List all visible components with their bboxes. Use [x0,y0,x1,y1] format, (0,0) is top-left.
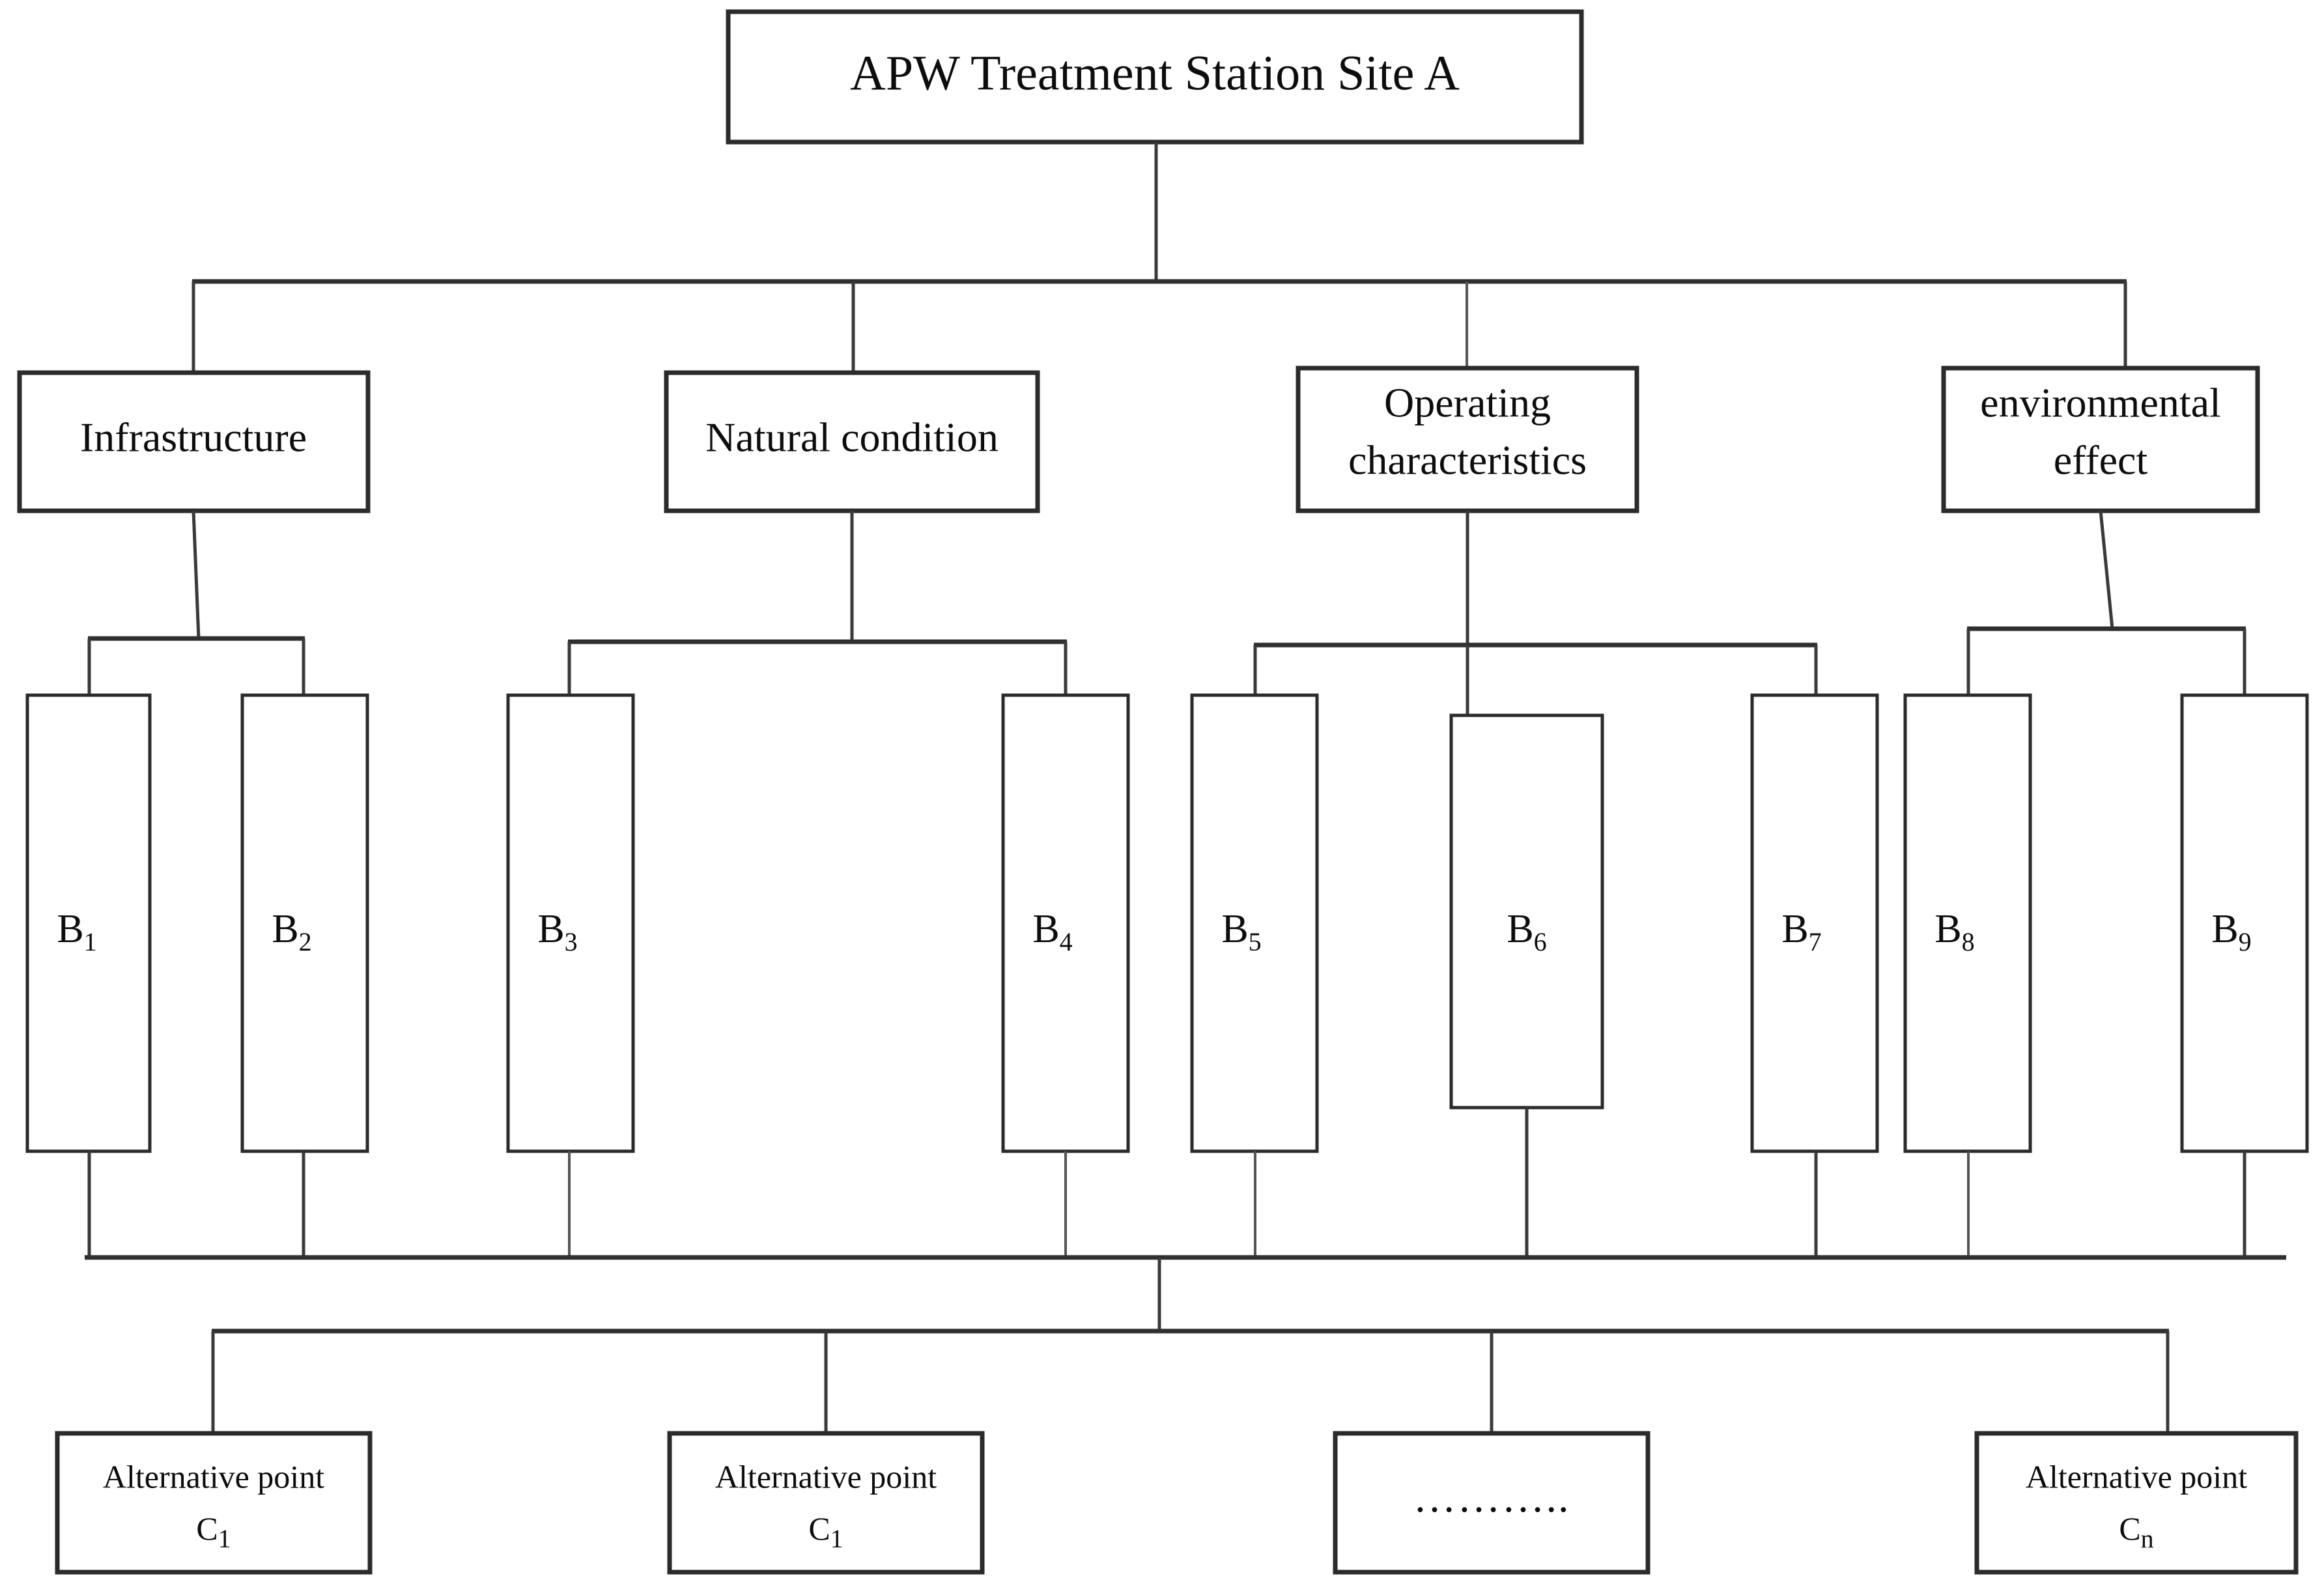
subcriterion-node-b5[interactable]: B5 [1190,693,1319,1153]
alternative-node-alt-n[interactable]: Alternative point Cn [1974,1431,2299,1575]
alternative-node-alt-1[interactable]: Alternative point C1 [55,1431,373,1575]
alternative-node-alt-2[interactable]: Alternative point C1 [667,1431,985,1575]
subcriterion-node-b8[interactable]: B8 [1903,693,2032,1153]
criterion-node-operating-characteristics[interactable]: Operating characteristics [1296,366,1639,513]
subcriterion-label-b8: B8 [1934,907,1974,956]
alternative-label-alt-n-line1: Alternative point [2026,1458,2247,1495]
subcriterion-node-b7[interactable]: B7 [1750,693,1879,1153]
root-node[interactable]: APW Treatment Station Site A [726,9,1584,145]
subcriterion-label-b7: B7 [1781,907,1821,956]
criterion-box-environmental-effect[interactable] [1941,366,2260,513]
alternative-label-alt-1-line1: Alternative point [103,1458,324,1495]
subcriterion-label-b1: B1 [57,907,96,956]
criterion-label-operating-characteristics-line1: Operating [1384,380,1551,426]
criterion-label-infrastructure: Infrastructure [80,414,307,461]
subcriterion-node-b4[interactable]: B4 [1001,693,1130,1153]
subcriterion-label-b6: B6 [1507,907,1546,956]
alternative-label-alt-n-line2: Cn [2119,1510,2153,1553]
root-node-box[interactable] [726,9,1584,145]
alternative-label-alt-1-line2: C1 [196,1510,231,1553]
subcriterion-node-b6[interactable]: B6 [1449,713,1604,1110]
alternative-box-alt-2[interactable] [667,1431,985,1575]
alternative-label-ellipsis: ……….. [1413,1474,1570,1521]
alternative-box-alt-1[interactable] [55,1431,373,1575]
subcriterion-label-b2: B2 [272,907,311,956]
subcriterion-node-b3[interactable]: B3 [506,693,635,1153]
subcriterion-label-b5: B5 [1221,907,1261,956]
subcriterion-node-b1[interactable]: B1 [25,693,152,1153]
alternative-node-alt-ellipsis[interactable]: ……….. [1333,1431,1651,1575]
infrastructure-stem-connector [191,510,201,639]
criterion-node-natural-condition[interactable]: Natural condition [664,370,1040,513]
criterion-label-environmental-effect-line1: environmental [1980,380,2221,426]
criterion-box-natural-condition[interactable] [664,370,1040,513]
subcriterion-box-b2[interactable] [240,693,369,1153]
subcriterion-node-b9[interactable]: B9 [2180,693,2309,1153]
criterion-box-infrastructure[interactable] [17,370,371,513]
alternative-box-alt-n[interactable] [1974,1431,2299,1575]
alternative-label-alt-2-line1: Alternative point [715,1458,937,1495]
environmental-effect-stem-connector [2099,510,2114,629]
root-node-label: APW Treatment Station Site A [850,46,1460,100]
criterion-label-natural-condition: Natural condition [705,414,999,461]
subcriterion-box-b7[interactable] [1750,693,1879,1153]
subcriterion-box-b8[interactable] [1903,693,2032,1153]
subcriterion-box-b5[interactable] [1190,693,1319,1153]
criterion-label-operating-characteristics-line2: characteristics [1348,437,1587,483]
subcriterion-box-b4[interactable] [1001,693,1130,1153]
subcriterion-label-b4: B4 [1032,907,1072,956]
subcriterion-box-b9[interactable] [2180,693,2309,1153]
subcriterion-box-b3[interactable] [506,693,635,1153]
subcriterion-box-b1[interactable] [25,693,152,1153]
criterion-node-infrastructure[interactable]: Infrastructure [17,370,371,513]
criterion-box-operating-characteristics[interactable] [1296,366,1639,513]
criterion-label-environmental-effect-line2: effect [2054,437,2148,483]
alternative-box-alt-ellipsis[interactable] [1333,1431,1651,1575]
subcriterion-label-b9: B9 [2211,907,2251,956]
subcriterion-node-b2[interactable]: B2 [240,693,369,1153]
alternative-label-alt-2-line2: C1 [808,1510,843,1553]
subcriterion-label-b3: B3 [537,907,577,956]
criterion-node-environmental-effect[interactable]: environmental effect [1941,366,2260,513]
